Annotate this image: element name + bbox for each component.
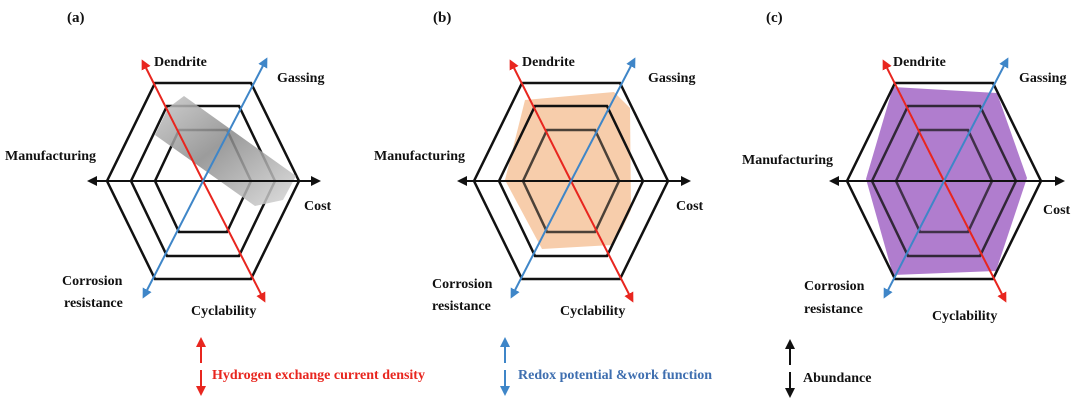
- legend-item-blue: Redox potential &work function: [500, 337, 712, 396]
- panel-b-label-gassing: Gassing: [648, 71, 695, 86]
- legend-item-red: Hydrogen exchange current density: [196, 337, 425, 396]
- panel-a-axis-dendrite: [141, 59, 204, 182]
- panel-b-label-resistance: resistance: [432, 299, 491, 314]
- legend-blue-label: Redox potential &work function: [518, 368, 712, 383]
- panel-a-axis-corrosion: [142, 180, 204, 299]
- panel-a-label-cost: Cost: [304, 199, 332, 214]
- legend: Hydrogen exchange current density Redox …: [196, 337, 871, 398]
- panel-b-label-dendrite: Dendrite: [522, 55, 575, 70]
- panel-a-label-resistance: resistance: [64, 296, 123, 311]
- panel-b-label: (b): [433, 10, 451, 26]
- panel-b: (b) Dendrite Gassing Manufacturing Cost …: [374, 10, 704, 319]
- panel-a-axis-gassing: [202, 57, 268, 182]
- panel-a-label-dendrite: Dendrite: [154, 55, 207, 70]
- panel-b-label-corrosion: Corrosion: [432, 277, 493, 292]
- panel-a-label-gassing: Gassing: [277, 71, 324, 86]
- panel-c-label-dendrite: Dendrite: [893, 55, 946, 70]
- panel-a-label-corrosion: Corrosion: [62, 274, 123, 289]
- panel-b-label-cyclability: Cyclability: [560, 304, 625, 319]
- panel-a-shaded-region: [155, 96, 296, 206]
- panel-a: (a) Dendrite Gassing Manufacturing Cost …: [5, 10, 332, 319]
- panel-c-axis-cyclability: [943, 180, 1007, 303]
- panel-b-axis-dendrite: [509, 59, 572, 182]
- panel-c-axis-gassing: [943, 57, 1009, 182]
- legend-black-label: Abundance: [803, 371, 871, 386]
- panel-c-label: (c): [766, 10, 783, 26]
- panel-c-label-resistance: resistance: [804, 302, 863, 317]
- legend-red-label: Hydrogen exchange current density: [212, 368, 425, 383]
- panel-b-axis-cyclability: [570, 180, 634, 303]
- panel-b-label-cost: Cost: [676, 199, 704, 214]
- panel-b-axis-gassing: [570, 57, 636, 182]
- panel-a-axis-cyclability: [202, 180, 266, 303]
- panel-c-label-corrosion: Corrosion: [804, 279, 865, 294]
- panel-c-label-cyclability: Cyclability: [932, 309, 997, 324]
- panel-c-label-cost: Cost: [1043, 203, 1071, 218]
- panel-a-label-manufacturing: Manufacturing: [5, 149, 96, 164]
- panel-a-label: (a): [67, 10, 85, 26]
- panel-c-axis-dendrite: [882, 59, 945, 182]
- legend-item-black: Abundance: [785, 339, 871, 398]
- panel-a-label-cyclability: Cyclability: [191, 304, 256, 319]
- panel-b-label-manufacturing: Manufacturing: [374, 149, 465, 164]
- panel-b-axis-corrosion: [510, 180, 572, 299]
- panel-c-label-gassing: Gassing: [1019, 71, 1066, 86]
- panel-c-label-manufacturing: Manufacturing: [742, 153, 833, 168]
- panel-c-axis-corrosion: [883, 180, 945, 299]
- panel-c: (c) Dendrite Gassing Manufacturing Cost …: [742, 10, 1071, 324]
